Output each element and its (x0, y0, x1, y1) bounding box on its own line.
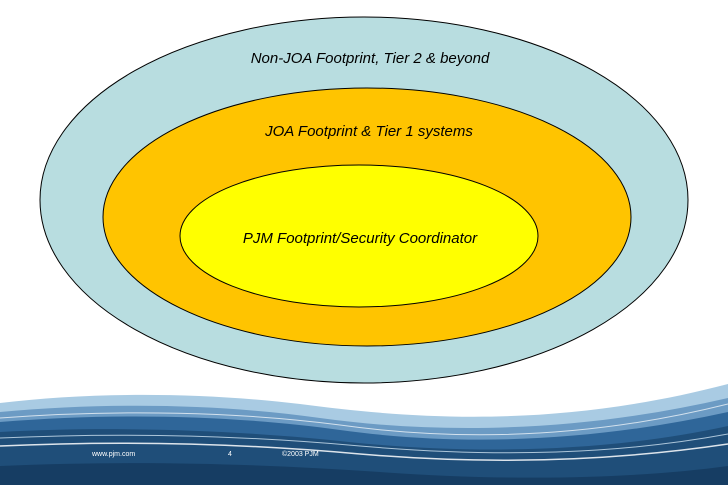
footer-page-number: 4 (228, 451, 232, 458)
footer-website: www.pjm.com (91, 451, 135, 458)
footer-wave-graphic (0, 384, 728, 485)
footer-copyright: ©2003 PJM (282, 450, 319, 458)
inner-footprint-ellipse (179, 164, 539, 308)
outer-footprint-label: Non-JOA Footprint, Tier 2 & beyond (251, 50, 490, 67)
inner-footprint-label: PJM Footprint/Security Coordinator (243, 230, 478, 247)
middle-footprint-label: JOA Footprint & Tier 1 systems (264, 123, 473, 140)
